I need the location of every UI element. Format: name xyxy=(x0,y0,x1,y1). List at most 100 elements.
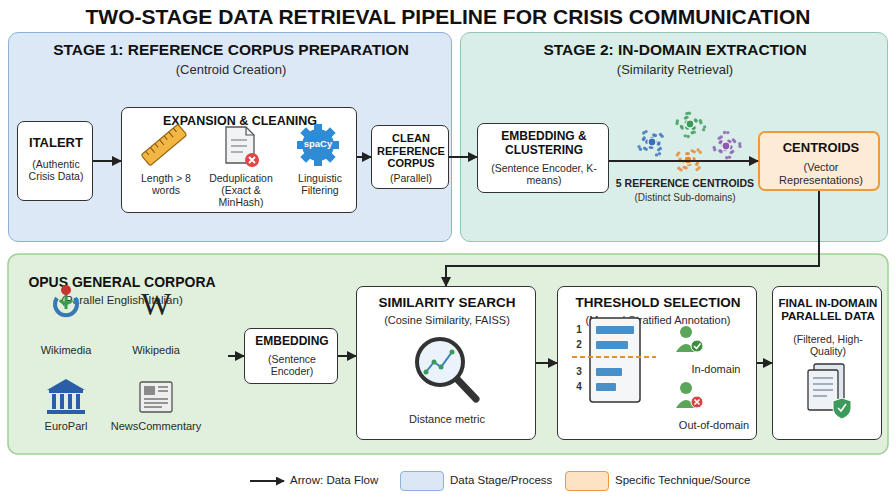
cluster-illustration xyxy=(696,161,699,164)
flow-arrow xyxy=(228,355,244,357)
source-group: OPUS GENERAL CORPORA(Parallel English-It… xyxy=(16,270,228,445)
flow-arrow xyxy=(536,362,557,364)
cluster-illustration xyxy=(654,134,657,137)
magnifier-icon xyxy=(417,339,476,399)
node-text: EuroParl xyxy=(16,420,116,433)
europarl-icon xyxy=(76,394,80,409)
cluster-illustration xyxy=(730,151,733,154)
node-text: (Sentence Encoder, K-means) xyxy=(480,162,608,186)
cluster-illustration xyxy=(713,148,716,151)
node-text: NewsCommentary xyxy=(106,420,206,433)
deduplication-icon xyxy=(246,127,254,135)
cluster-illustration xyxy=(692,157,695,160)
node-text: (Similarity Retrieval) xyxy=(461,63,889,78)
node-heading: STAGE 2: IN-DOMAIN EXTRACTION xyxy=(461,41,889,59)
stage-panel: STAGE 1: REFERENCE CORPUS PREPARATION(Ce… xyxy=(8,32,452,242)
deduplication-icon xyxy=(249,157,255,163)
legend-text: Specific Technique/Source xyxy=(615,474,750,487)
annotator-out-icon xyxy=(691,396,703,408)
node-text: (Cosine Similarity, FAISS) xyxy=(357,314,537,327)
node-heading: FINAL IN-DOMAIN PARALLEL DATA xyxy=(775,297,881,323)
cluster-illustration xyxy=(652,133,655,136)
deduplication-icon xyxy=(226,127,254,163)
diagram-title: TWO-STAGE DATA RETRIEVAL PIPELINE FOR CR… xyxy=(0,5,896,29)
magnifier-icon xyxy=(417,339,463,385)
legend-arrow-sample xyxy=(250,480,284,482)
cluster-illustration xyxy=(699,121,702,124)
ranked-list-icon xyxy=(596,326,634,334)
process-box: SIMILARITY SEARCH(Cosine Similarity, FAI… xyxy=(356,286,536,440)
cluster-illustration xyxy=(675,122,678,125)
newspaper-icon xyxy=(144,386,155,395)
ranked-list-icon xyxy=(596,383,616,391)
cluster-illustration xyxy=(733,140,736,143)
node-text: (Vector Representations) xyxy=(763,161,879,186)
cluster-illustration xyxy=(695,163,698,166)
magnifier-icon xyxy=(457,379,476,399)
magnifier-icon xyxy=(424,370,429,375)
cluster-illustration xyxy=(690,120,693,123)
cluster-illustration xyxy=(648,138,656,146)
cluster-illustration xyxy=(724,148,727,151)
cluster-illustration xyxy=(659,133,662,136)
cluster-illustration xyxy=(722,142,730,150)
cluster-illustration xyxy=(689,120,692,123)
stage-panel: STAGE 2: IN-DOMAIN EXTRACTION (Similarity… xyxy=(460,32,888,242)
cluster-illustration xyxy=(731,150,734,153)
cluster-illustration xyxy=(644,130,647,133)
gear-icon xyxy=(324,151,336,163)
cluster-illustration xyxy=(720,135,723,138)
cluster-illustration xyxy=(653,140,656,143)
cluster-illustration xyxy=(699,119,702,122)
cluster-illustration xyxy=(650,146,653,149)
cluster-illustration xyxy=(726,131,729,134)
wikimedia-logo xyxy=(55,298,77,315)
cluster-illustration xyxy=(642,138,645,141)
cluster-illustration xyxy=(728,140,731,143)
cluster-illustration xyxy=(684,134,687,137)
cluster-illustration xyxy=(729,145,732,148)
annotator-out-icon xyxy=(680,382,692,394)
node-heading: THRESHOLD SELECTION xyxy=(558,295,758,311)
cluster-illustration xyxy=(684,166,687,169)
cluster-illustration xyxy=(676,153,679,156)
node-text: Length > 8 words xyxy=(128,172,204,196)
retrieval-band xyxy=(8,254,888,454)
wikimedia-logo xyxy=(65,293,68,309)
cluster-illustration xyxy=(642,131,645,134)
document-stack-icon xyxy=(838,404,846,411)
cluster-illustration xyxy=(718,136,721,139)
node-heading: OPUS GENERAL CORPORA xyxy=(16,274,228,290)
cluster-illustration xyxy=(684,156,692,164)
cluster-illustration xyxy=(659,147,662,150)
node-text: Linguistic Filtering xyxy=(286,172,354,196)
newspaper-icon xyxy=(140,382,172,412)
cluster-illustration xyxy=(685,112,688,115)
node-heading: STAGE 1: REFERENCE CORPUS PREPARATION xyxy=(9,41,453,59)
cluster-illustration xyxy=(688,112,691,115)
annotator-in-icon xyxy=(676,344,696,352)
cluster-illustration xyxy=(721,144,724,147)
cluster-illustration xyxy=(723,148,726,151)
wikimedia-logo xyxy=(61,285,71,295)
ranked-list-icon xyxy=(590,318,640,402)
cluster-illustration xyxy=(643,136,646,139)
europarl-icon xyxy=(68,394,72,409)
document-stack-icon xyxy=(808,370,838,410)
cluster-illustration xyxy=(728,156,731,159)
cluster-illustration xyxy=(657,142,660,145)
node-text: (Sentence Encoder) xyxy=(247,353,337,377)
ranked-list-icon xyxy=(596,341,628,349)
node-heading: EMBEDDING & CLUSTERING xyxy=(480,130,608,158)
cluster-illustration xyxy=(637,112,741,172)
gear-icon xyxy=(314,157,322,166)
document-stack-icon xyxy=(814,364,844,404)
annotator-in-icon xyxy=(694,344,701,349)
cluster-illustration xyxy=(692,127,695,130)
source-box: ITALERT(Authentic Crisis Data) xyxy=(17,121,93,201)
ruler-icon xyxy=(146,128,178,157)
cluster-illustration xyxy=(686,126,689,129)
cluster-illustration xyxy=(688,163,691,166)
magnifier-icon xyxy=(432,360,437,365)
ranked-list-icon xyxy=(572,356,656,358)
